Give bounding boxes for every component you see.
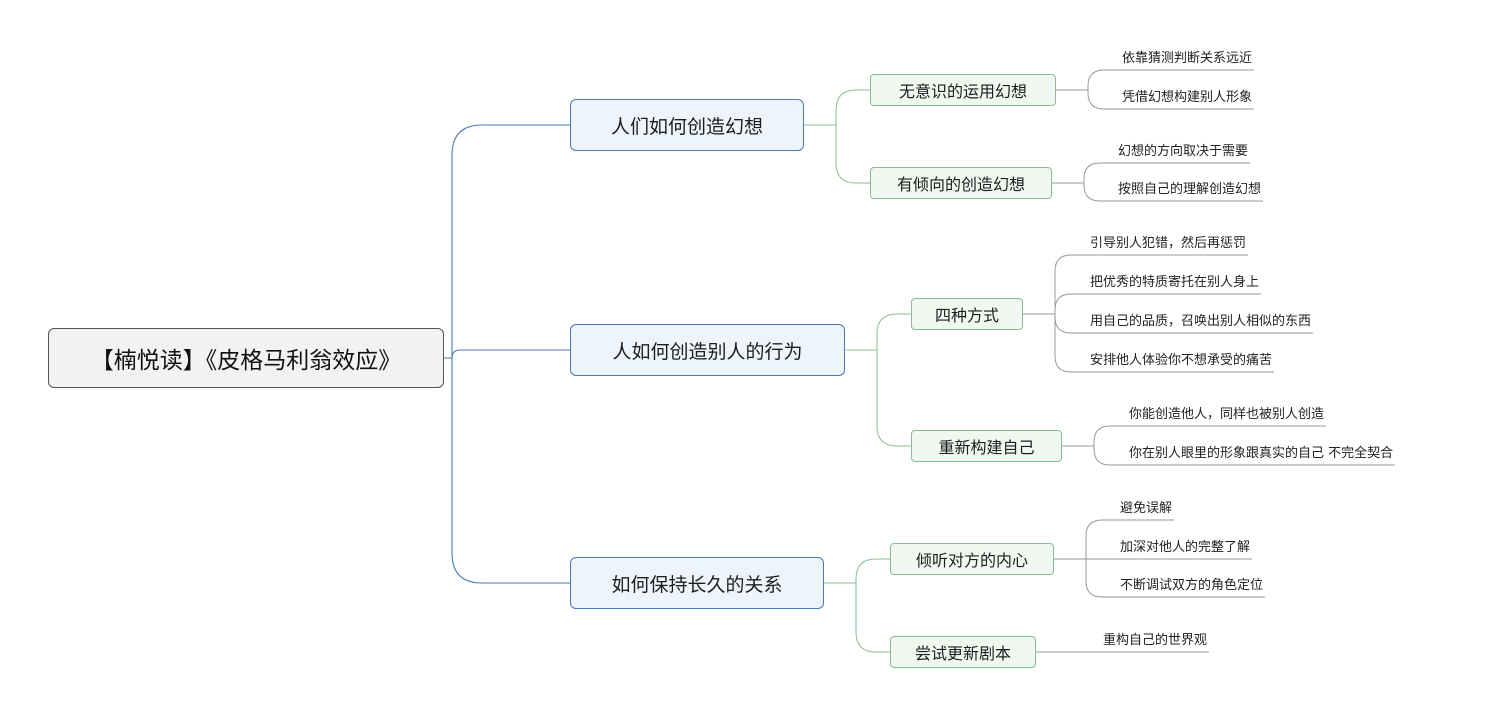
subtopic-label: 重新构建自己 [938, 438, 1035, 457]
connector-sub [824, 558, 890, 584]
connector-leaf [1054, 519, 1174, 560]
connector-main [444, 357, 570, 584]
leaf-topic[interactable]: 依靠猜测判断关系远近 [1122, 51, 1253, 66]
main-topic-label: 人们如何创造幻想 [610, 115, 763, 138]
leaf-topic[interactable]: 凭借幻想构建别人形象 [1122, 90, 1253, 105]
root-topic[interactable]: 【楠悦读】《皮格马利翁效应》 [48, 328, 444, 388]
subtopic-label: 四种方式 [934, 306, 999, 325]
subtopic-update-script[interactable]: 尝试更新剧本 [890, 636, 1036, 668]
leaf-topic[interactable]: 重构自己的世界观 [1103, 633, 1208, 648]
connector-sub [804, 89, 870, 126]
main-topic-label: 如何保持长久的关系 [611, 573, 783, 596]
connector-sub [845, 349, 911, 447]
connector-leaf [1056, 69, 1254, 91]
subtopic-rebuild-self[interactable]: 重新构建自己 [911, 430, 1062, 462]
leaf-topic[interactable]: 引导别人犯错，然后再惩罚 [1090, 236, 1247, 251]
subtopic-biased-fantasy[interactable]: 有倾向的创造幻想 [870, 167, 1052, 199]
connector-sub [804, 124, 870, 184]
subtopic-label: 尝试更新剧本 [914, 644, 1011, 663]
leaf-topic[interactable]: 幻想的方向取决于需要 [1118, 144, 1249, 159]
leaf-topic[interactable]: 安排他人体验你不想承受的痛苦 [1090, 353, 1273, 368]
connector-leaf [1023, 313, 1274, 373]
connector-sub [845, 313, 911, 351]
connector-leaf [1023, 293, 1261, 315]
main-topic-create-behavior[interactable]: 人如何创造别人的行为 [570, 324, 845, 376]
leaf-topic[interactable]: 你在别人眼里的形象跟真实的自己 不完全契合 [1129, 446, 1394, 461]
leaf-topic[interactable]: 你能创造他人，同样也被别人创造 [1129, 407, 1325, 422]
connector-leaf [1052, 182, 1263, 202]
subtopic-unconscious-fantasy[interactable]: 无意识的运用幻想 [870, 74, 1056, 106]
subtopic-label: 有倾向的创造幻想 [896, 175, 1025, 194]
leaf-topic[interactable]: 把优秀的特质寄托在别人身上 [1090, 275, 1260, 290]
subtopic-four-ways[interactable]: 四种方式 [911, 298, 1023, 330]
connector-main [444, 349, 570, 359]
root-topic-label: 【楠悦读】《皮格马利翁效应》 [90, 348, 402, 374]
connector-leaf [1062, 425, 1326, 447]
connector-leaf [1023, 254, 1248, 315]
main-topic-label: 人如何创造别人的行为 [612, 340, 803, 363]
leaf-topic[interactable]: 不断调试双方的角色定位 [1120, 578, 1264, 593]
connector-sub [824, 582, 890, 653]
leaf-topic[interactable]: 用自己的品质，召唤出别人相似的东西 [1090, 314, 1312, 329]
main-topic-keep-relationship[interactable]: 如何保持长久的关系 [570, 557, 824, 609]
connector-leaf [1062, 445, 1395, 466]
connector-leaf [1054, 558, 1265, 598]
connector-main [444, 124, 570, 359]
subtopic-listen-heart[interactable]: 倾听对方的内心 [890, 543, 1054, 575]
main-topic-create-fantasy[interactable]: 人们如何创造幻想 [570, 99, 804, 151]
subtopic-label: 倾听对方的内心 [915, 551, 1028, 570]
connector-leaf [1056, 89, 1254, 110]
subtopic-label: 无意识的运用幻想 [898, 82, 1027, 101]
leaf-topic[interactable]: 加深对他人的完整了解 [1120, 540, 1251, 555]
connector-leaf [1052, 162, 1250, 184]
leaf-topic[interactable]: 避免误解 [1120, 501, 1173, 516]
leaf-topic[interactable]: 按照自己的理解创造幻想 [1118, 182, 1262, 197]
